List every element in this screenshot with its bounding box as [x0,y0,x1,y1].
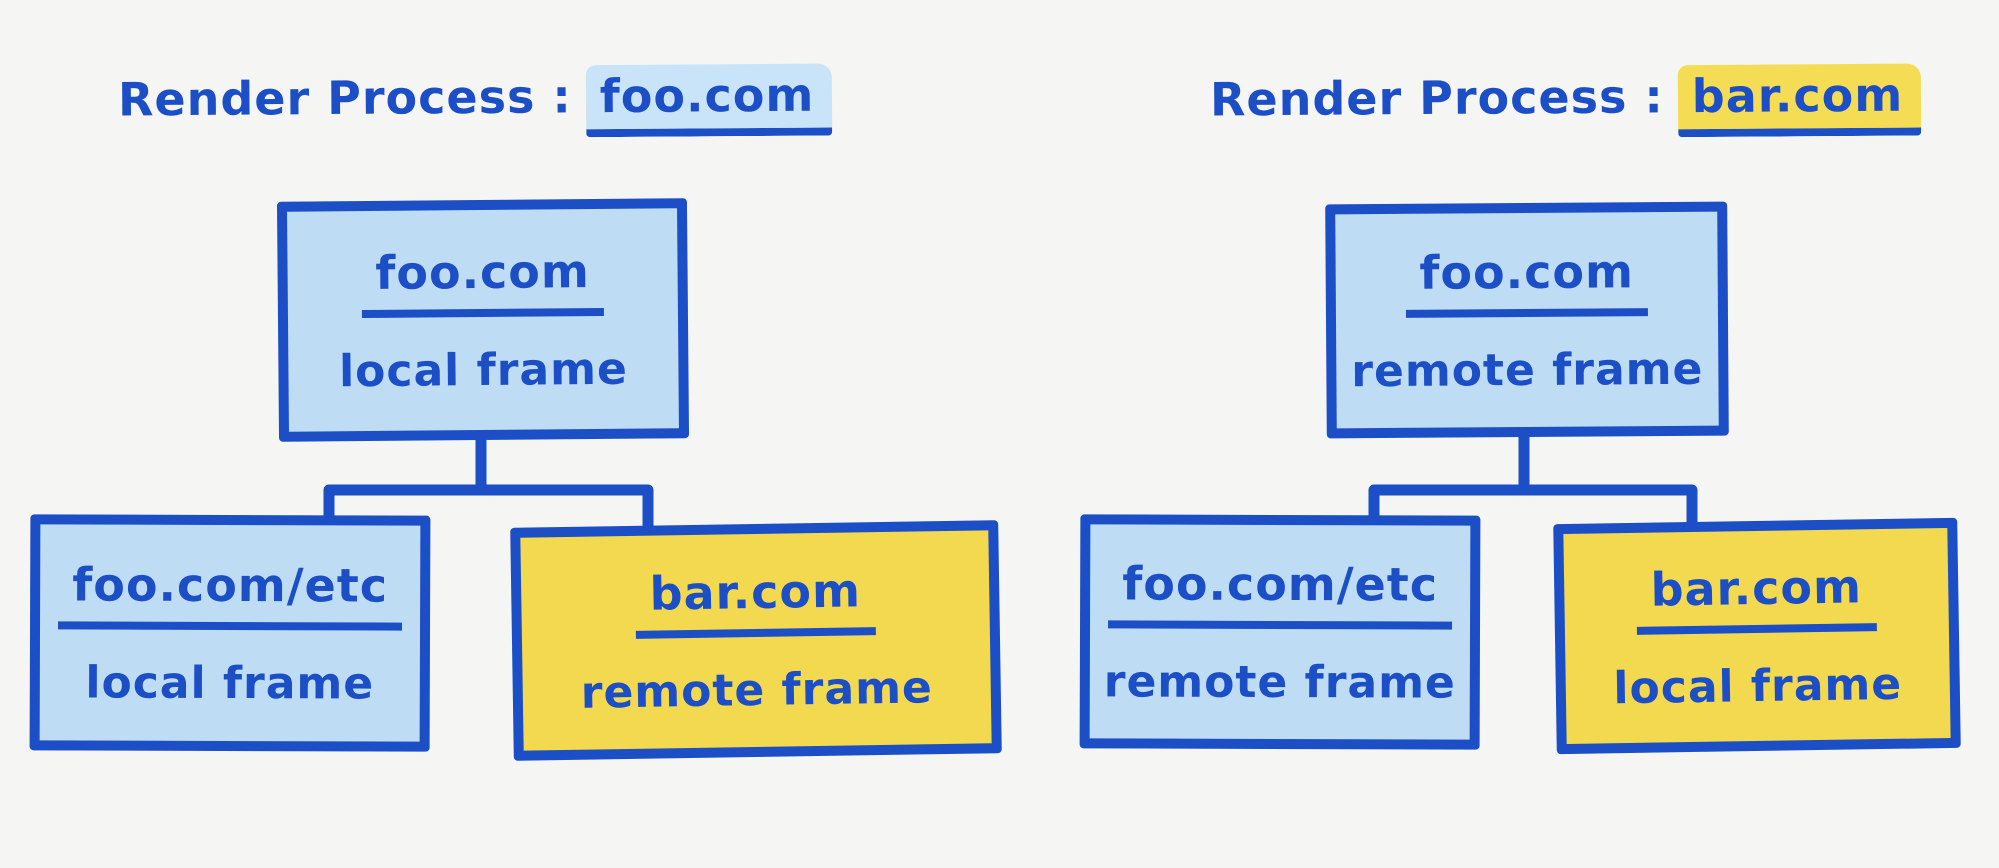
title-prefix: Render Process : [1209,69,1664,127]
frame-type-label: local frame [338,343,629,397]
frame-type-label: local frame [1613,658,1903,714]
title-domain-highlight: bar.com [1677,63,1922,138]
diagram-title-foo-process: Render Process :foo.com [117,63,833,141]
frame-node-root-foo: foo.com local frame [276,198,690,442]
frame-type-label: local frame [85,656,375,710]
frame-domain: foo.com [361,243,605,318]
frame-domain: bar.com [635,563,876,639]
title-prefix: Render Process : [117,69,572,127]
frame-node-bar-remote: bar.com remote frame [510,520,1002,761]
frame-type-label: remote frame [1351,343,1704,397]
title-domain-highlight: foo.com [585,63,833,138]
frame-node-root-foo-remote: foo.com remote frame [1325,201,1729,439]
frame-type-label: remote frame [1103,655,1456,709]
frame-domain: foo.com/etc [58,556,403,631]
diagram-title-bar-process: Render Process :bar.com [1209,63,1922,141]
frame-domain: foo.com/etc [1108,555,1453,630]
frame-node-foo-etc-remote: foo.com/etc remote frame [1079,514,1481,750]
frame-node-bar-local: bar.com local frame [1553,517,1961,755]
frame-domain: foo.com [1405,243,1649,318]
frame-node-foo-etc: foo.com/etc local frame [29,514,431,752]
frame-type-label: remote frame [580,662,934,719]
frame-domain: bar.com [1636,558,1877,635]
